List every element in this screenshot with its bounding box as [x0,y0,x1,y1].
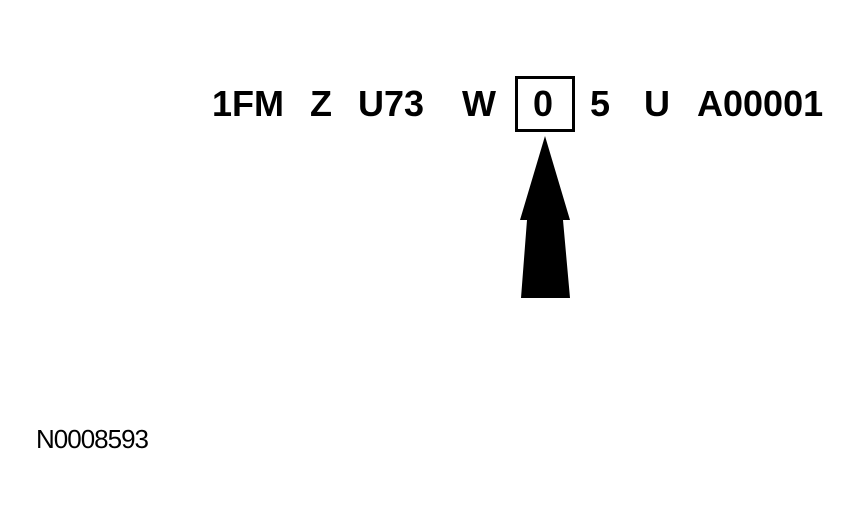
vin-segment-wmi: 1FM [212,83,284,124]
up-arrow-icon [520,136,570,298]
vin-segment-model-year: 5 [590,83,611,124]
vin-segment-line-series-body: U73 [358,83,425,124]
vin-segment-check-digit: 0 [533,83,554,124]
reference-number: N0008593 [36,424,149,454]
vin-segment-engine: W [462,83,496,124]
vin-segment-restraint: Z [310,83,332,124]
vin-segment-serial: A00001 [697,83,824,124]
vin-segment-plant: U [644,83,670,124]
highlight-box [515,76,575,132]
